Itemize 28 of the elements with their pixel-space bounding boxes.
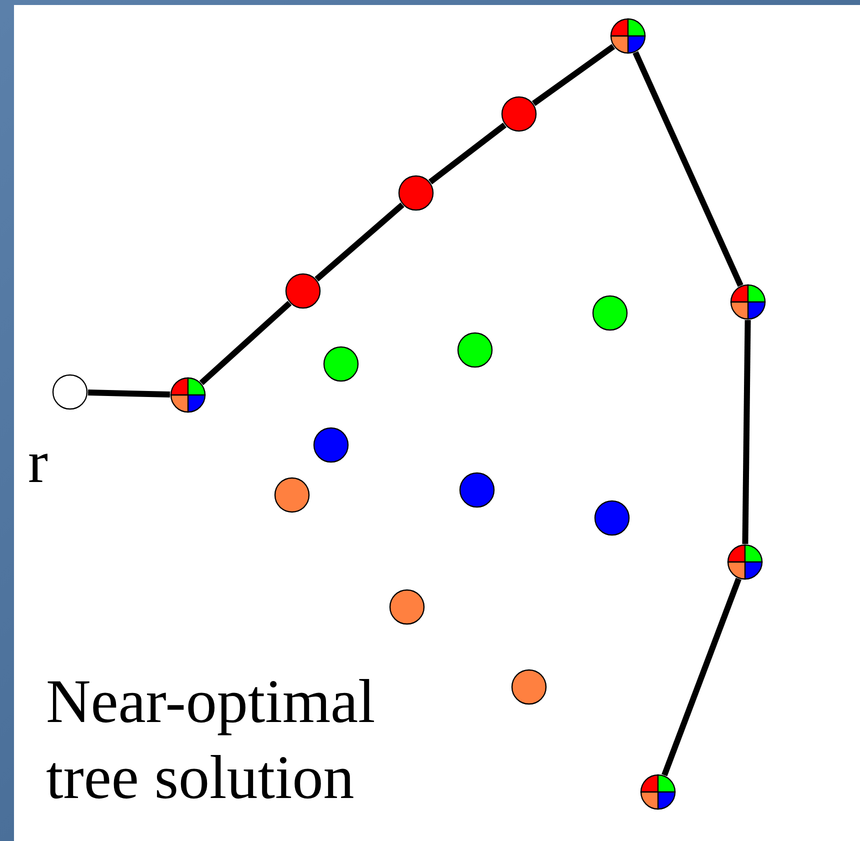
node-circle [285,273,321,309]
node-circle [459,472,495,508]
tree-edge [199,300,292,386]
node-circle [511,669,547,705]
tree-edge [314,202,404,282]
node-circle [170,377,206,413]
tree-edge [428,122,507,184]
tree-edge [742,320,751,544]
tree-edge [532,44,616,106]
node-circle [389,589,425,625]
node-circle [52,374,88,410]
node-circle [594,500,630,536]
node-label: r [28,432,48,492]
node-circle [323,346,359,382]
tree-edge [662,578,742,776]
node-circle [640,774,676,810]
node-circle [398,175,434,211]
node-circle [610,18,646,54]
node-circle [730,284,766,320]
tree-edge [632,51,744,287]
node-circle [457,332,493,368]
node-circle [313,427,349,463]
node-circle [727,544,763,580]
node-circle [501,96,537,132]
node-circle [592,295,628,331]
tree-edge [88,389,170,398]
node-circle [274,477,310,513]
caption-text: Near-optimal tree solution [46,667,376,814]
